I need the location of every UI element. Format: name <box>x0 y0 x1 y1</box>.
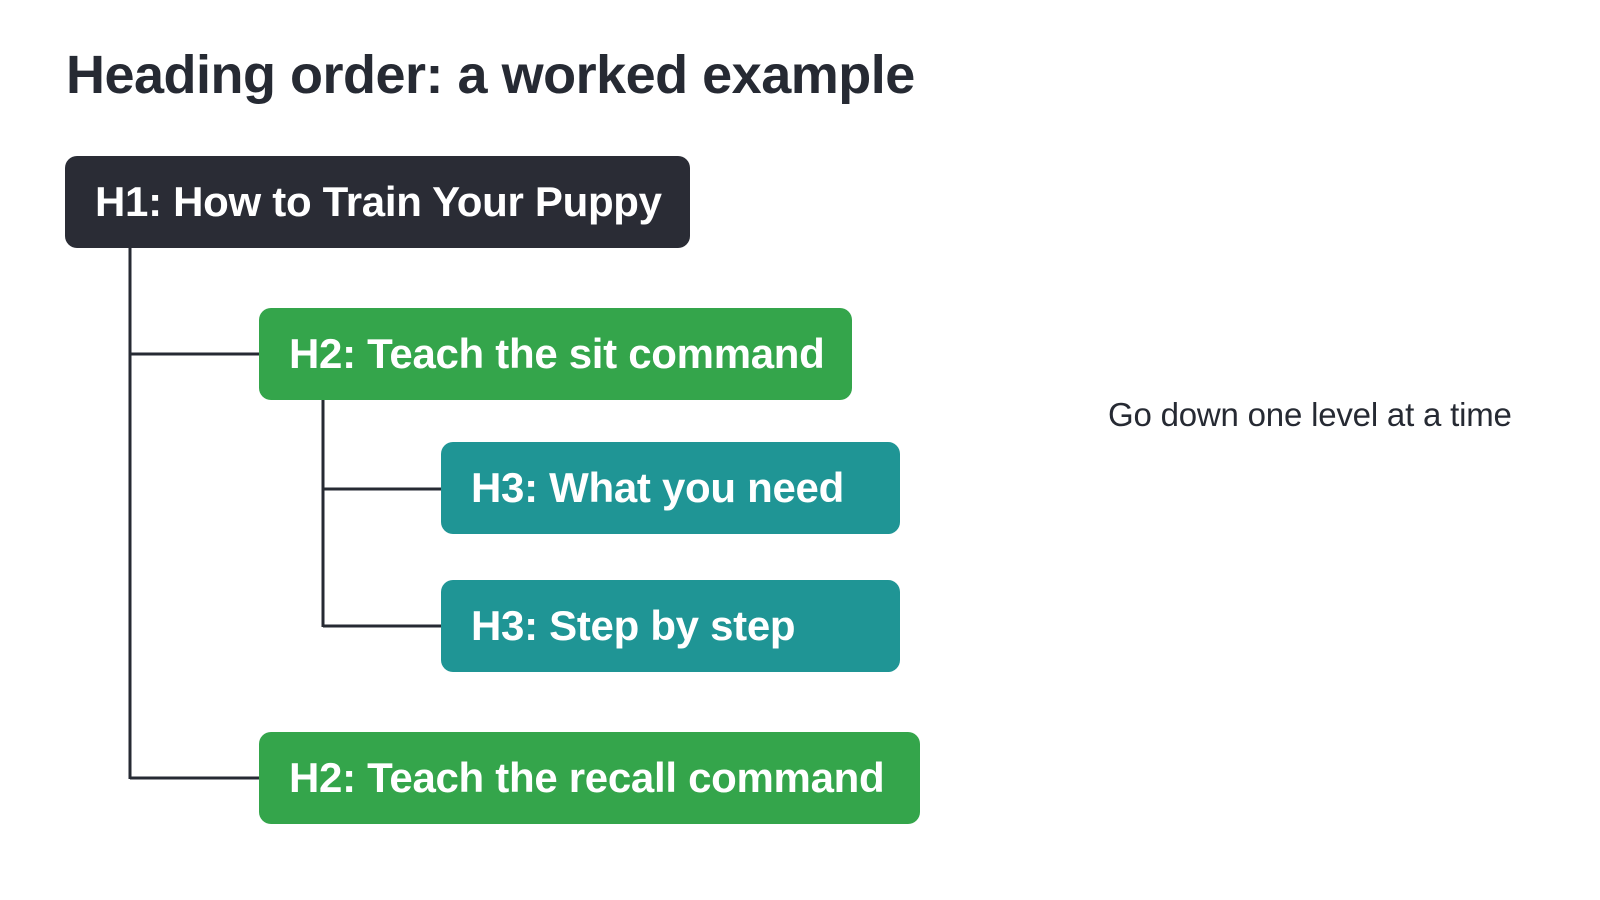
node-h2-teach-recall-command: H2: Teach the recall command <box>259 732 920 824</box>
node-h3-step-by-step: H3: Step by step <box>441 580 900 672</box>
slide-title: Heading order: a worked example <box>66 45 915 105</box>
node-h1-how-to-train-your-puppy: H1: How to Train Your Puppy <box>65 156 690 248</box>
node-h3-what-you-need: H3: What you need <box>441 442 900 534</box>
annotation-text: Go down one level at a time <box>1108 396 1512 433</box>
node-h2-teach-sit-command: H2: Teach the sit command <box>259 308 852 400</box>
